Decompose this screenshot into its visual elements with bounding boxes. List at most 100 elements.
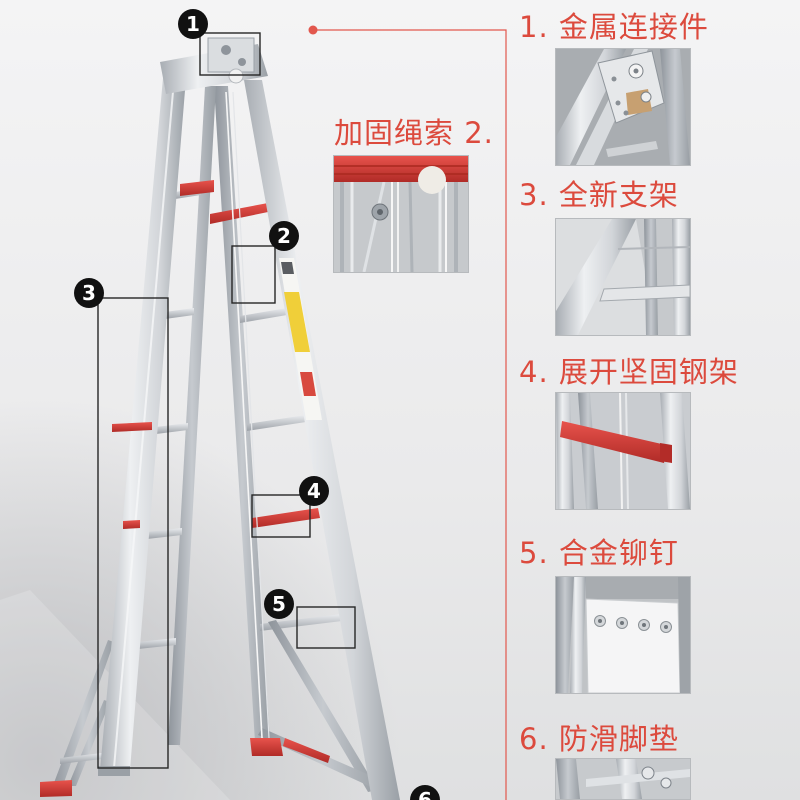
detail-thumbnail-steel-frame bbox=[555, 392, 691, 510]
rod bbox=[408, 181, 414, 272]
vertical-rail bbox=[672, 219, 690, 335]
callout-box-3 bbox=[97, 297, 169, 769]
feature-label-3: 3. 全新支架 bbox=[519, 178, 679, 212]
hinge-bolt bbox=[238, 58, 246, 66]
callout-box-1 bbox=[199, 32, 261, 76]
apex-hinge bbox=[160, 37, 268, 94]
rail bbox=[556, 759, 580, 799]
metal-connector-photo bbox=[556, 49, 690, 165]
rear-rung bbox=[247, 415, 306, 431]
hinge-plate bbox=[207, 37, 255, 73]
bolt bbox=[660, 777, 672, 789]
vertical-rail bbox=[644, 219, 658, 335]
front-rung bbox=[165, 308, 194, 319]
sticker-mark bbox=[281, 262, 294, 274]
guide-connector bbox=[313, 29, 507, 800]
reinforcing-rope-photo bbox=[334, 156, 468, 272]
rivet bbox=[623, 110, 629, 116]
steel-frame-photo bbox=[556, 393, 690, 509]
callout-marker-6-number: 6 bbox=[418, 788, 432, 800]
anti-slip-pad-photo bbox=[556, 759, 690, 799]
front-section bbox=[40, 78, 216, 797]
rope-pulley bbox=[228, 68, 244, 84]
rivet bbox=[611, 76, 617, 82]
callout-marker-1: 1 bbox=[178, 9, 208, 39]
rear-section bbox=[210, 80, 400, 800]
vertical-rail bbox=[660, 49, 690, 165]
front-red-rung-cap bbox=[180, 180, 214, 196]
rail-face-plate bbox=[585, 598, 681, 693]
front-red-rung-cap bbox=[112, 422, 152, 432]
feature-label-4: 4. 展开坚固钢架 bbox=[519, 355, 739, 389]
red-spreader-bar bbox=[560, 421, 666, 463]
rope-strand bbox=[225, 91, 263, 739]
bracket-photo bbox=[556, 219, 690, 335]
rivet-center bbox=[620, 621, 624, 625]
pivot-bolt bbox=[640, 91, 652, 103]
rear-rung bbox=[260, 614, 342, 631]
callout-marker-4: 4 bbox=[299, 476, 329, 506]
rivet-center bbox=[598, 619, 602, 623]
feature-label-1: 1. 金属连接件 bbox=[519, 10, 709, 44]
rear-red-rung-cap bbox=[210, 203, 268, 224]
front-red-rung-cap bbox=[123, 520, 140, 529]
red-top-cap bbox=[334, 156, 468, 182]
detail-thumbnail-metal-connector bbox=[555, 48, 691, 166]
rear-inner-rail bbox=[214, 86, 270, 742]
rail bbox=[678, 577, 690, 693]
rear-foot-pad bbox=[250, 738, 283, 756]
rivet bbox=[615, 100, 621, 106]
bolt bbox=[641, 766, 655, 780]
front-rung bbox=[147, 528, 182, 539]
crossbar bbox=[586, 769, 690, 787]
rail bbox=[660, 393, 690, 509]
rear-red-rung-cap bbox=[252, 508, 320, 528]
pivot-bolt-center bbox=[633, 68, 639, 74]
callout-marker-2: 2 bbox=[269, 221, 299, 251]
callout-marker-5: 5 bbox=[264, 589, 294, 619]
rivet-center bbox=[642, 623, 646, 627]
feature-label-6: 6. 防滑脚垫 bbox=[519, 722, 679, 756]
stabilizer-brace bbox=[68, 700, 110, 786]
guide-line bbox=[308, 25, 507, 800]
front-rung bbox=[156, 423, 188, 434]
hinge-bolt bbox=[221, 45, 231, 55]
feature-label-5: 5. 合金铆钉 bbox=[519, 536, 679, 570]
rope-pulley bbox=[418, 166, 446, 194]
rail bbox=[570, 577, 586, 693]
detail-thumbnail-bracket bbox=[555, 218, 691, 336]
rear-brace-red-strip bbox=[283, 738, 330, 763]
rear-diagonal-brace bbox=[268, 620, 378, 792]
ladder-sticker bbox=[279, 258, 322, 420]
rail bbox=[556, 577, 574, 693]
callout-marker-3: 3 bbox=[74, 278, 104, 308]
callout-box-2 bbox=[231, 245, 276, 304]
red-bar-end bbox=[660, 443, 672, 463]
rail bbox=[578, 393, 598, 509]
rope-anchor-center bbox=[377, 209, 383, 215]
callout-box-4 bbox=[251, 494, 311, 538]
sticker-red-mark bbox=[300, 372, 316, 396]
sticker-yellow-band bbox=[284, 292, 310, 352]
diagonal-rail bbox=[556, 219, 636, 335]
front-rung bbox=[138, 638, 176, 649]
rear-rung bbox=[240, 308, 287, 323]
support-crossbar bbox=[617, 246, 690, 250]
callout-boxes bbox=[97, 32, 356, 769]
reinforcing-rope bbox=[225, 91, 270, 739]
rod bbox=[362, 181, 386, 272]
callout-box-5 bbox=[296, 606, 356, 649]
feature-label-2: 加固绳索 2. bbox=[334, 116, 494, 150]
crossbar bbox=[606, 141, 658, 157]
detail-thumbnail-anti-slip-pad bbox=[555, 758, 691, 800]
callout-marker-6: 6 bbox=[410, 785, 440, 800]
rivet-center bbox=[664, 625, 668, 629]
detail-thumbnail-reinforcing-rope bbox=[333, 155, 469, 273]
front-inner-rail bbox=[168, 86, 216, 745]
alloy-rivets-photo bbox=[556, 577, 690, 693]
rope-strand bbox=[232, 91, 270, 739]
top-shadow bbox=[586, 577, 690, 599]
front-foot-pad bbox=[40, 780, 72, 797]
support-crossbar bbox=[599, 284, 690, 302]
